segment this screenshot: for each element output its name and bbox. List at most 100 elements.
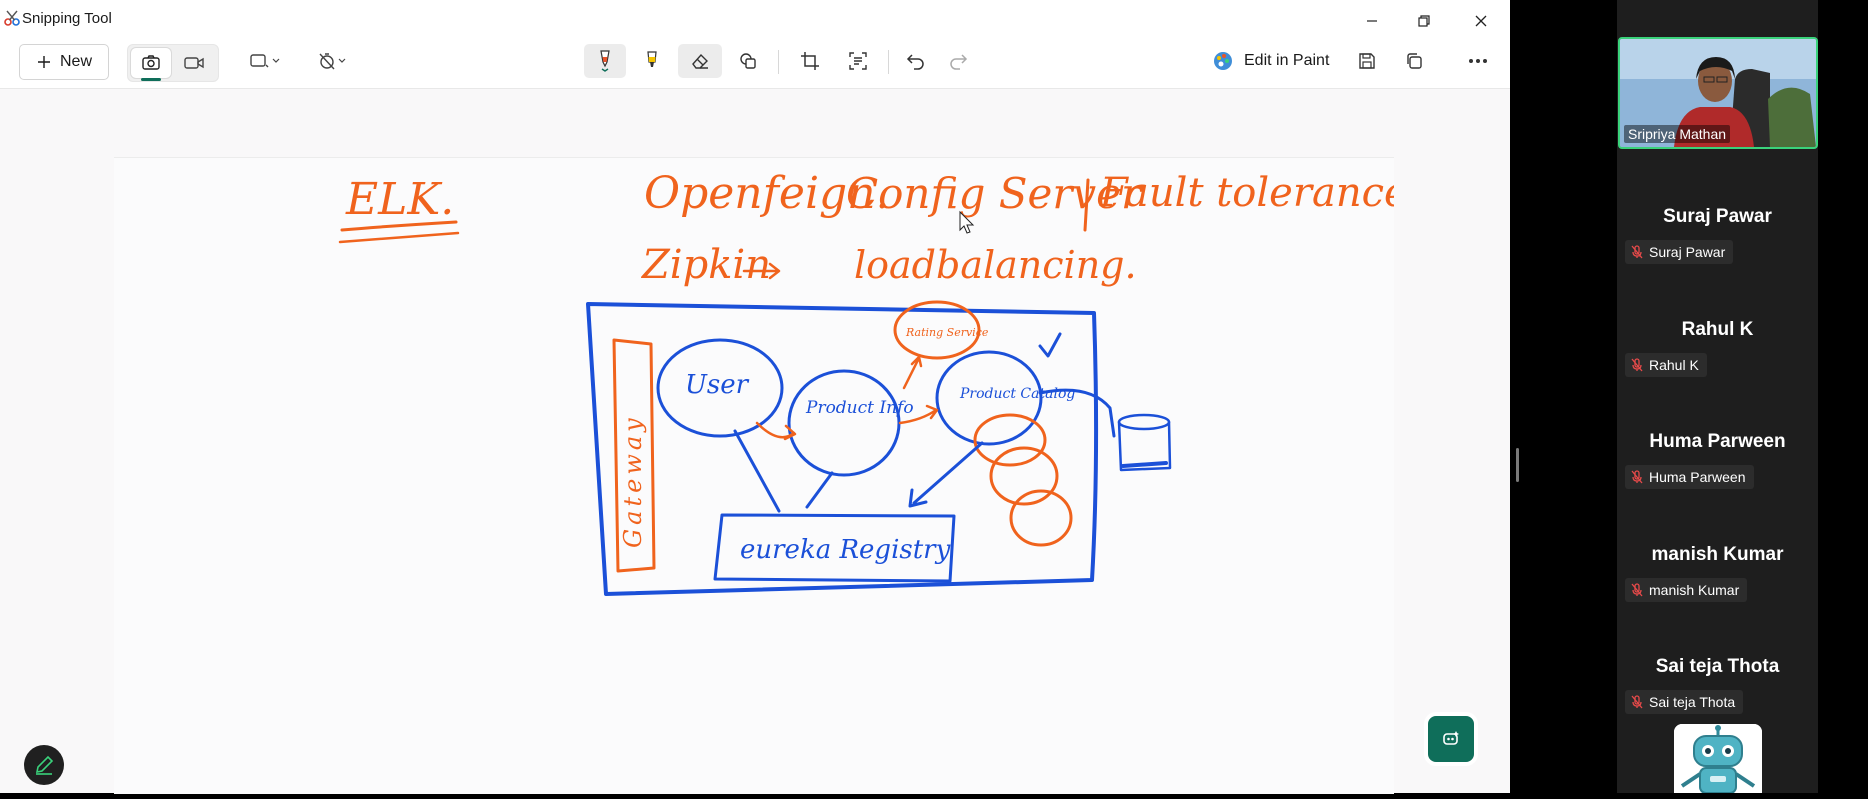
mic-muted-icon	[1631, 583, 1643, 597]
mouse-cursor-icon	[959, 210, 975, 234]
whiteboard-canvas[interactable]: ELK. Openfeign. Config Server Fault tole…	[114, 157, 1420, 794]
new-button[interactable]: New	[19, 44, 109, 80]
whiteboard-user: User	[685, 370, 750, 400]
screenshot-mode-button[interactable]	[131, 48, 171, 81]
participant-name: Huma Parween	[1649, 431, 1786, 452]
bot-avatar	[1674, 724, 1762, 793]
panel-resize-handle[interactable]	[1516, 448, 1519, 482]
more-options-button[interactable]	[1460, 44, 1496, 78]
pen-tool-button[interactable]	[584, 44, 626, 78]
shapes-icon	[740, 53, 756, 69]
draw-pen-button[interactable]	[24, 745, 64, 785]
whiteboard-gateway: Gateway	[619, 414, 647, 548]
minimize-button[interactable]	[1359, 8, 1385, 34]
participant-chip: manish Kumar	[1625, 578, 1748, 602]
mic-muted-icon	[1631, 358, 1643, 372]
restore-button[interactable]	[1411, 8, 1437, 34]
chevron-down-icon	[338, 58, 346, 63]
robot-avatar-icon	[1674, 724, 1762, 793]
highlighter-icon	[647, 51, 657, 67]
save-icon	[1359, 53, 1375, 69]
participant-chip: Rahul K	[1625, 353, 1707, 377]
participant-name: Rahul K	[1681, 319, 1754, 340]
copy-icon	[1407, 53, 1422, 69]
participant-name: Sai teja Thota	[1655, 656, 1780, 677]
participant-tile[interactable]: Suraj Pawar Suraj Pawar	[1617, 172, 1818, 284]
participant-chip: Suraj Pawar	[1625, 240, 1734, 264]
copy-button[interactable]	[1396, 44, 1432, 78]
crop-icon	[801, 52, 819, 70]
whiteboard-product-info: Product Info	[805, 398, 914, 418]
undo-button[interactable]	[896, 44, 936, 78]
close-button[interactable]	[1468, 8, 1494, 34]
participant-chip: Sai teja Thota	[1625, 690, 1744, 714]
redo-button[interactable]	[938, 44, 978, 78]
rectangle-select-icon	[250, 54, 269, 68]
participant-chip-name: manish Kumar	[1649, 582, 1740, 598]
participant-tile[interactable]: Huma Parween Huma Parween	[1617, 397, 1818, 509]
toolbar-divider	[888, 50, 889, 74]
eraser-icon	[692, 53, 708, 69]
sparkle-bot-icon	[1443, 731, 1459, 745]
self-video-tile[interactable]: Sripriya Mathan	[1618, 37, 1818, 149]
whiteboard-eureka: eureka Registry	[740, 535, 951, 565]
video-mode-button[interactable]	[174, 48, 214, 78]
shapes-tool-button[interactable]	[728, 44, 768, 78]
participant-name: manish Kumar	[1651, 544, 1784, 565]
whiteboard-fault-tolerance: Fault tolerance.	[1099, 170, 1394, 216]
camera-icon	[142, 55, 160, 70]
timer-off-icon	[319, 53, 335, 70]
mic-muted-icon	[1631, 470, 1643, 484]
participant-name: Suraj Pawar	[1663, 206, 1772, 227]
self-video-name: Sripriya Mathan	[1624, 125, 1731, 143]
save-button[interactable]	[1349, 44, 1385, 78]
copilot-button[interactable]	[1428, 716, 1474, 762]
snip-shape-dropdown[interactable]	[240, 44, 290, 78]
undo-icon	[906, 54, 924, 70]
toolbar: New	[0, 40, 1510, 89]
chevron-down-icon	[272, 58, 280, 63]
handwritten-diagram: ELK. Openfeign. Config Server Fault tole…	[338, 168, 1420, 596]
close-icon	[1475, 15, 1487, 27]
participant-chip-name: Suraj Pawar	[1649, 244, 1726, 260]
whiteboard-loadbalancing: loadbalancing.	[854, 243, 1137, 287]
whiteboard-openfeign: Openfeign.	[644, 168, 890, 219]
snipping-tool-logo-icon	[4, 10, 20, 26]
eraser-tool-button[interactable]	[678, 44, 722, 78]
edit-in-paint-button[interactable]: Edit in Paint	[1212, 44, 1329, 78]
whiteboard-config-server: Config Server	[846, 169, 1144, 218]
active-mode-indicator	[141, 78, 161, 81]
participant-chip-name: Rahul K	[1649, 357, 1699, 373]
mic-muted-icon	[1631, 695, 1643, 709]
presenter-video-image	[1620, 39, 1816, 147]
crop-button[interactable]	[790, 44, 830, 78]
capture-mode-toggle	[127, 44, 219, 82]
pen-edit-icon	[35, 755, 54, 775]
snipping-tool-window: Snipping Tool New	[0, 0, 1510, 794]
window-title: Snipping Tool	[22, 10, 112, 27]
participant-tile[interactable]: Rahul K Rahul K	[1617, 285, 1818, 397]
participant-chip-name: Huma Parween	[1649, 469, 1746, 485]
whiteboard-zipkin: Zipkin	[640, 242, 771, 288]
restore-icon	[1418, 15, 1430, 27]
paint-palette-icon	[1214, 52, 1232, 70]
whiteboard-rating: Rating Service	[905, 326, 989, 339]
plus-icon	[37, 56, 50, 68]
minimize-icon	[1367, 20, 1377, 22]
more-dots-icon	[1469, 59, 1487, 63]
whiteboard-product-catalog: Product Catalog	[959, 386, 1075, 402]
whiteboard-elk: ELK.	[345, 174, 454, 225]
title-bar: Snipping Tool	[0, 0, 1510, 40]
participant-chip-name: Sai teja Thota	[1649, 694, 1736, 710]
redo-icon	[950, 54, 968, 70]
text-actions-icon	[849, 52, 867, 70]
edit-in-paint-label: Edit in Paint	[1244, 52, 1330, 69]
participant-tile[interactable]: manish Kumar manish Kumar	[1617, 510, 1818, 622]
ballpoint-pen-icon	[600, 50, 610, 72]
highlighter-tool-button[interactable]	[632, 44, 672, 78]
mic-muted-icon	[1631, 245, 1643, 259]
toolbar-divider	[778, 50, 779, 74]
text-actions-button[interactable]	[838, 44, 878, 78]
participant-tile[interactable]: Sai teja Thota Sai teja Thota	[1617, 622, 1818, 734]
delay-dropdown[interactable]	[307, 44, 357, 78]
